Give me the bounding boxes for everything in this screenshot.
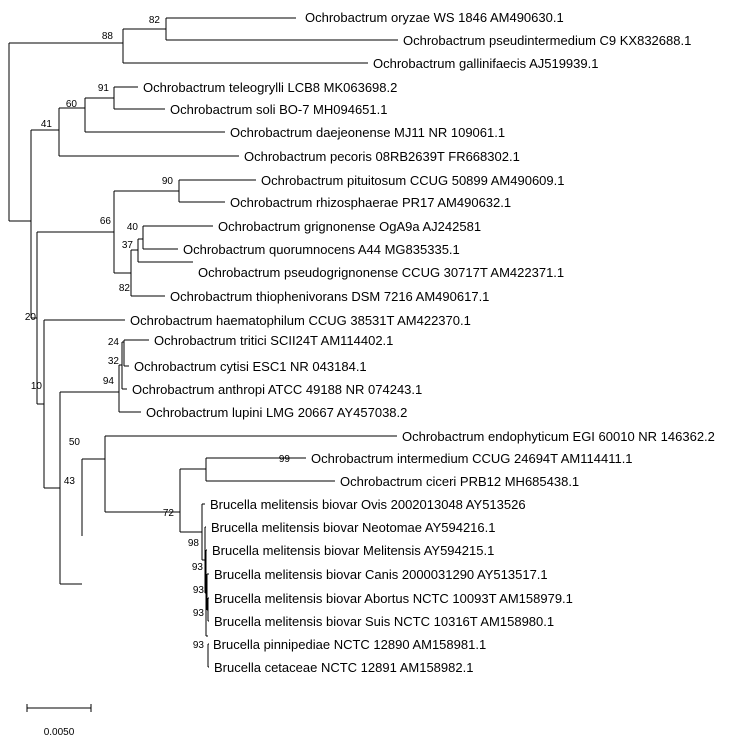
bootstrap-value: 10 (31, 381, 43, 392)
taxon-label: Ochrobactrum endophyticum EGI 60010 NR 1… (402, 429, 715, 444)
taxon-label: Ochrobactrum oryzae WS 1846 AM490630.1 (305, 10, 564, 25)
bootstrap-value: 82 (119, 283, 131, 294)
taxon-label: Ochrobactrum thiophenivorans DSM 7216 AM… (170, 289, 489, 304)
bootstrap-value: 82 (149, 15, 161, 26)
taxon-label: Ochrobactrum pseudintermedium C9 KX83268… (403, 33, 691, 48)
taxon-label: Brucella melitensis biovar Melitensis AY… (212, 543, 494, 558)
bootstrap-value: 66 (100, 216, 112, 227)
bootstrap-value: 60 (66, 99, 78, 110)
bootstrap-value: 32 (108, 356, 120, 367)
bootstrap-labels: 82 88 91 60 41 90 40 37 66 82 20 24 32 9… (25, 15, 291, 651)
taxon-label: Brucella melitensis biovar Suis NCTC 103… (214, 614, 554, 629)
bootstrap-value: 43 (64, 476, 76, 487)
bootstrap-value: 50 (69, 437, 81, 448)
bootstrap-value: 88 (102, 31, 114, 42)
taxon-label: Ochrobactrum gallinifaecis AJ519939.1 (373, 56, 598, 71)
taxon-label: Brucella melitensis biovar Abortus NCTC … (214, 591, 573, 606)
bootstrap-value: 91 (98, 83, 110, 94)
taxon-label: Ochrobactrum pseudogrignonense CCUG 3071… (198, 265, 564, 280)
bootstrap-value: 40 (127, 222, 139, 233)
taxon-label: Ochrobactrum ciceri PRB12 MH685438.1 (340, 474, 579, 489)
bootstrap-value: 37 (122, 240, 134, 251)
taxon-label: Brucella melitensis biovar Neotomae AY59… (211, 520, 495, 535)
bootstrap-value: 90 (162, 176, 174, 187)
taxon-label: Ochrobactrum cytisi ESC1 NR 043184.1 (134, 359, 367, 374)
bootstrap-value: 99 (279, 454, 291, 465)
taxon-label: Ochrobactrum soli BO-7 MH094651.1 (170, 102, 387, 117)
taxon-labels: Ochrobactrum oryzae WS 1846 AM490630.1 O… (130, 10, 715, 675)
taxon-label: Ochrobactrum haematophilum CCUG 38531T A… (130, 313, 471, 328)
taxon-label: Ochrobactrum quorumnocens A44 MG835335.1 (183, 242, 460, 257)
bootstrap-value: 93 (193, 585, 205, 596)
taxon-label: Ochrobactrum teleogrylli LCB8 MK063698.2 (143, 80, 397, 95)
taxon-label: Brucella melitensis biovar Ovis 20020130… (210, 497, 526, 512)
taxon-label: Ochrobactrum grignonense OgA9a AJ242581 (218, 219, 481, 234)
taxon-label: Ochrobactrum pituitosum CCUG 50899 AM490… (261, 173, 565, 188)
bootstrap-value: 93 (193, 608, 205, 619)
taxon-label: Brucella melitensis biovar Canis 2000031… (214, 567, 548, 582)
bootstrap-value: 72 (163, 508, 175, 519)
taxon-label: Ochrobactrum lupini LMG 20667 AY457038.2 (146, 405, 407, 420)
taxon-label: Ochrobactrum anthropi ATCC 49188 NR 0742… (132, 382, 422, 397)
bootstrap-value: 98 (188, 538, 200, 549)
bootstrap-value: 94 (103, 376, 115, 387)
bootstrap-value: 20 (25, 312, 37, 323)
bootstrap-value: 24 (108, 337, 120, 348)
taxon-label: Brucella pinnipediae NCTC 12890 AM158981… (213, 637, 486, 652)
tree-branches (8, 17, 398, 712)
taxon-label: Ochrobactrum tritici SCII24T AM114402.1 (154, 333, 393, 348)
bootstrap-value: 93 (192, 562, 204, 573)
bootstrap-value: 93 (193, 640, 205, 651)
taxon-label: Ochrobactrum rhizosphaerae PR17 AM490632… (230, 195, 511, 210)
bootstrap-value: 41 (41, 119, 53, 130)
taxon-label: Ochrobactrum pecoris 08RB2639T FR668302.… (244, 149, 520, 164)
taxon-label: Brucella cetaceae NCTC 12891 AM158982.1 (214, 660, 473, 675)
taxon-label: Ochrobactrum intermedium CCUG 24694T AM1… (311, 451, 633, 466)
taxon-label: Ochrobactrum daejeonense MJ11 NR 109061.… (230, 125, 505, 140)
scale-bar-label: 0.0050 (44, 727, 75, 738)
